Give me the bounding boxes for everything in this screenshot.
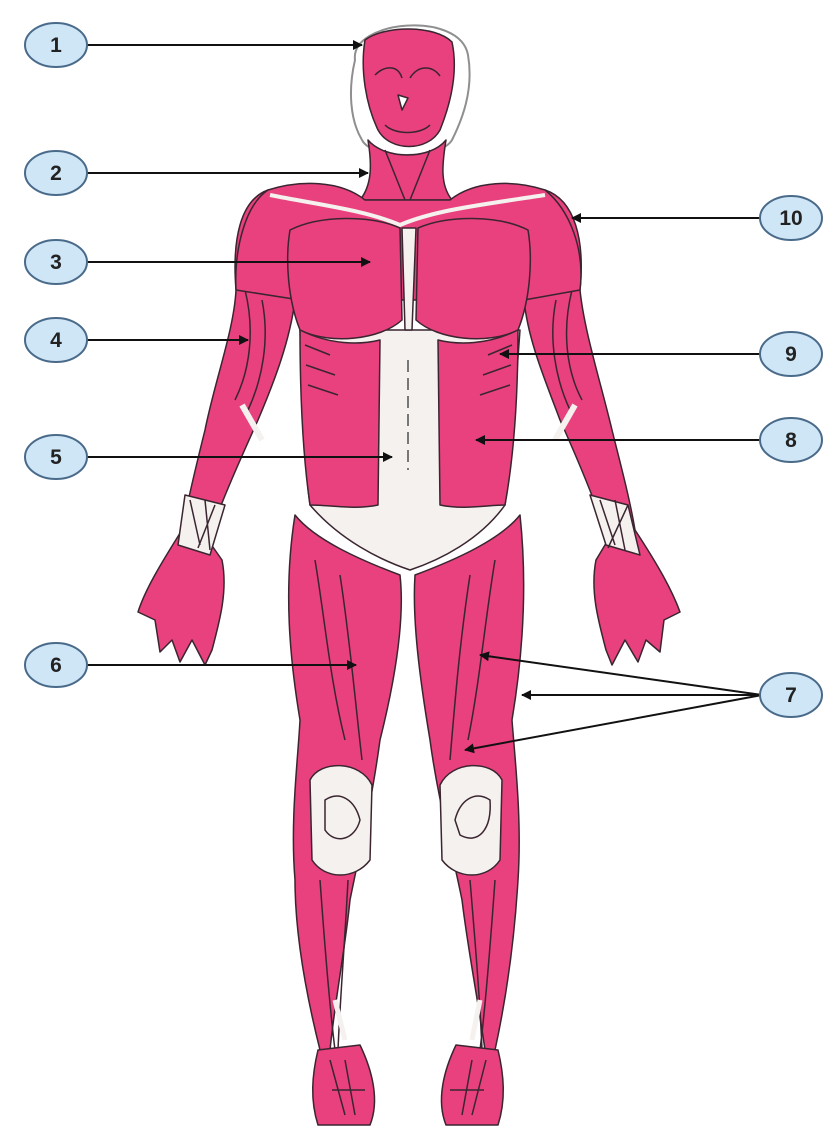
pointer-7a <box>480 655 762 695</box>
label-number: 8 <box>785 429 797 452</box>
label-number: 4 <box>50 329 62 352</box>
label-badge-3: 3 <box>25 240 87 284</box>
label-number: 9 <box>785 343 797 366</box>
label-badge-10: 10 <box>760 196 822 240</box>
label-number: 3 <box>50 251 62 274</box>
face-muscles <box>363 29 454 147</box>
label-badge-7: 7 <box>760 673 822 717</box>
label-number: 1 <box>50 34 62 57</box>
label-number: 10 <box>779 207 802 230</box>
label-badge-1: 1 <box>25 23 87 67</box>
label-number: 5 <box>50 446 62 469</box>
label-number: 7 <box>785 684 797 707</box>
oblique-right <box>438 330 518 507</box>
right-knee <box>440 766 502 875</box>
pectoral-right <box>416 218 530 338</box>
label-number: 6 <box>50 654 62 677</box>
label-badge-5: 5 <box>25 435 87 479</box>
label-number: 2 <box>50 162 62 185</box>
label-badge-9: 9 <box>760 332 822 376</box>
left-knee <box>310 766 372 875</box>
label-badge-6: 6 <box>25 643 87 687</box>
human-muscle-figure <box>138 25 680 1125</box>
oblique-left <box>300 330 380 507</box>
label-badge-2: 2 <box>25 151 87 195</box>
label-badge-4: 4 <box>25 318 87 362</box>
left-foot <box>313 1045 375 1125</box>
pectoral-left <box>288 218 402 338</box>
label-badge-8: 8 <box>760 418 822 462</box>
